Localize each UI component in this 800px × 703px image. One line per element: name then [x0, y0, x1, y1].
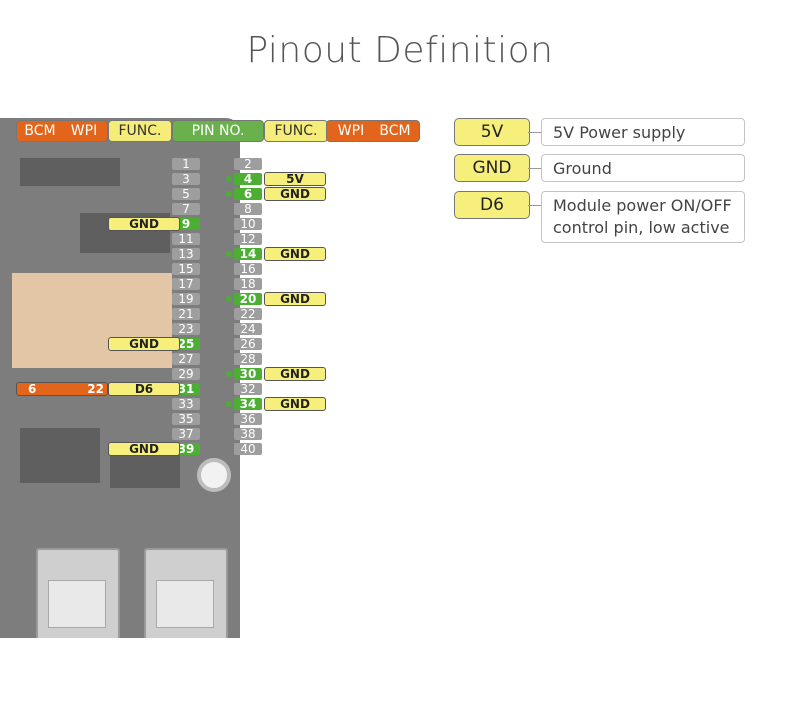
pin-connector-dot: [226, 176, 232, 182]
pin-connector-dot: [226, 251, 232, 257]
pin-13: 13: [172, 248, 200, 260]
header-func-right: FUNC.: [264, 120, 328, 142]
page-title: Pinout Definition: [246, 30, 554, 71]
pin-23: 23: [172, 323, 200, 335]
pin-32: 32: [234, 383, 262, 395]
legend-desc-d6: Module power ON/OFF control pin, low act…: [541, 191, 745, 243]
pin-40: 40: [234, 443, 262, 455]
mounting-hole: [197, 458, 231, 492]
func-label-pin-6: GND: [264, 187, 326, 201]
pin-11: 11: [172, 233, 200, 245]
pin-36: 36: [234, 413, 262, 425]
pin-connector-dot: [226, 371, 232, 377]
pin-connector-dot: [226, 191, 232, 197]
pin-22: 22: [234, 308, 262, 320]
header-pin-no: PIN NO.: [172, 120, 264, 142]
legend-key-5v: 5V: [454, 118, 530, 146]
usb-port: [36, 548, 120, 638]
func-label-pin-31: D6: [108, 382, 180, 396]
pin-connector-dot: [226, 401, 232, 407]
board-chip: [20, 158, 120, 186]
header-bcm-wpi-left: BCM WPI: [16, 120, 108, 142]
pin-29: 29: [172, 368, 200, 380]
legend-connector: [528, 168, 541, 169]
pin-18: 18: [234, 278, 262, 290]
header-bcm-label: BCM: [24, 123, 56, 139]
bcm-wpi-pin-31: 6 22: [16, 382, 108, 396]
func-label-pin-4: 5V: [264, 172, 326, 186]
legend-connector: [528, 205, 541, 206]
pin-2: 2: [234, 158, 262, 170]
pin-7: 7: [172, 203, 200, 215]
legend-key-d6: D6: [454, 191, 530, 219]
header-bcm-wpi-right: WPI BCM: [326, 120, 420, 142]
pin-35: 35: [172, 413, 200, 425]
pin-3: 3: [172, 173, 200, 185]
pin-4: 4: [234, 173, 262, 185]
func-label-pin-30: GND: [264, 367, 326, 381]
pin-connector-dot: [226, 296, 232, 302]
pin-38: 38: [234, 428, 262, 440]
func-label-pin-20: GND: [264, 292, 326, 306]
pin-33: 33: [172, 398, 200, 410]
pin-27: 27: [172, 353, 200, 365]
pin-34: 34: [234, 398, 262, 410]
pin-37: 37: [172, 428, 200, 440]
func-label-pin-39: GND: [108, 442, 180, 456]
bcm-value: 6: [28, 382, 37, 396]
pin-8: 8: [234, 203, 262, 215]
header-wpi-label: WPI: [337, 123, 365, 139]
board-chip: [20, 428, 100, 483]
pin-1: 1: [172, 158, 200, 170]
pin-16: 16: [234, 263, 262, 275]
pin-5: 5: [172, 188, 200, 200]
pin-15: 15: [172, 263, 200, 275]
legend-desc-5v: 5V Power supply: [541, 118, 745, 146]
pin-17: 17: [172, 278, 200, 290]
pin-20: 20: [234, 293, 262, 305]
wpi-value: 22: [87, 382, 104, 396]
func-label-pin-9: GND: [108, 217, 180, 231]
usb-port: [144, 548, 228, 638]
wifi-module: [12, 273, 172, 368]
legend-desc-gnd: Ground: [541, 154, 745, 182]
pin-14: 14: [234, 248, 262, 260]
header-wpi-label: WPI: [70, 123, 98, 139]
func-label-pin-14: GND: [264, 247, 326, 261]
pin-10: 10: [234, 218, 262, 230]
pin-21: 21: [172, 308, 200, 320]
board-illustration: [0, 118, 240, 638]
func-label-pin-34: GND: [264, 397, 326, 411]
pin-6: 6: [234, 188, 262, 200]
func-label-pin-25: GND: [108, 337, 180, 351]
pin-28: 28: [234, 353, 262, 365]
legend-connector: [528, 132, 541, 133]
header-func-left: FUNC.: [108, 120, 172, 142]
pin-26: 26: [234, 338, 262, 350]
legend-key-gnd: GND: [454, 154, 530, 182]
pin-24: 24: [234, 323, 262, 335]
pin-12: 12: [234, 233, 262, 245]
header-bcm-label: BCM: [379, 123, 411, 139]
pin-19: 19: [172, 293, 200, 305]
pin-30: 30: [234, 368, 262, 380]
